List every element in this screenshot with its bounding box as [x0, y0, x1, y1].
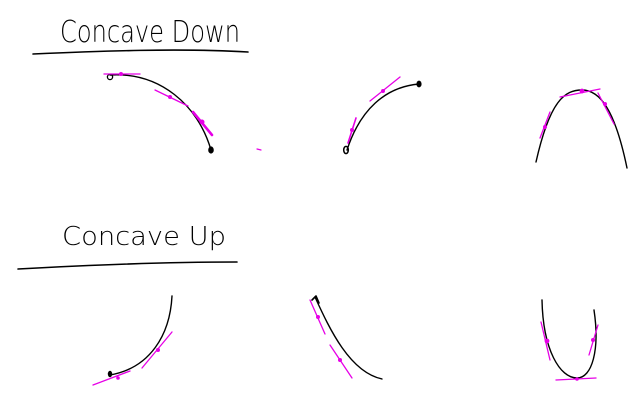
concave-up-title: Concave Up: [62, 222, 226, 252]
tangent-point: [156, 348, 160, 352]
concave-up-decreasing: [309, 295, 383, 380]
curve-endpoint: [208, 146, 214, 154]
tangent-line: [559, 88, 601, 98]
curve-start-mark: [311, 295, 320, 304]
curve-endpoint: [107, 370, 113, 378]
tangent-point: [116, 376, 120, 380]
curve-line: [109, 74, 212, 151]
curve-line: [346, 83, 420, 151]
tangent-point: [591, 338, 595, 342]
curve-endpoint: [342, 145, 350, 155]
concave-down-hill: [535, 88, 628, 169]
curve-endpoint: [416, 80, 422, 88]
tangent-point: [350, 128, 354, 132]
curve-line: [109, 295, 173, 376]
tangent-line: [597, 92, 615, 125]
tangent-point: [168, 95, 172, 99]
tangent-point: [381, 89, 385, 93]
tangent-point: [544, 338, 550, 344]
concave-down-increasing: [342, 76, 422, 155]
tangent-point: [119, 72, 123, 76]
tangent-point: [199, 119, 205, 125]
tangent-line: [92, 370, 131, 386]
concave-up-increasing: [92, 295, 173, 386]
concave-down-title: Concave Down: [60, 15, 240, 50]
tangent-point: [579, 88, 585, 94]
tangent-point: [338, 358, 342, 362]
curve-line: [314, 296, 383, 380]
concave-up-valley: [540, 299, 599, 381]
tangent-point: [575, 377, 579, 381]
concave-down-underline: [32, 49, 249, 55]
concave-down-decreasing: [103, 72, 214, 154]
tangent-line: [369, 76, 401, 102]
concave-up-underline: [17, 261, 238, 270]
tangent-point: [316, 315, 320, 319]
tangent-point: [543, 125, 547, 129]
tangent-point: [603, 102, 607, 106]
curve-line: [541, 299, 597, 379]
stray-mark: [256, 148, 262, 151]
curve-line: [535, 89, 628, 169]
